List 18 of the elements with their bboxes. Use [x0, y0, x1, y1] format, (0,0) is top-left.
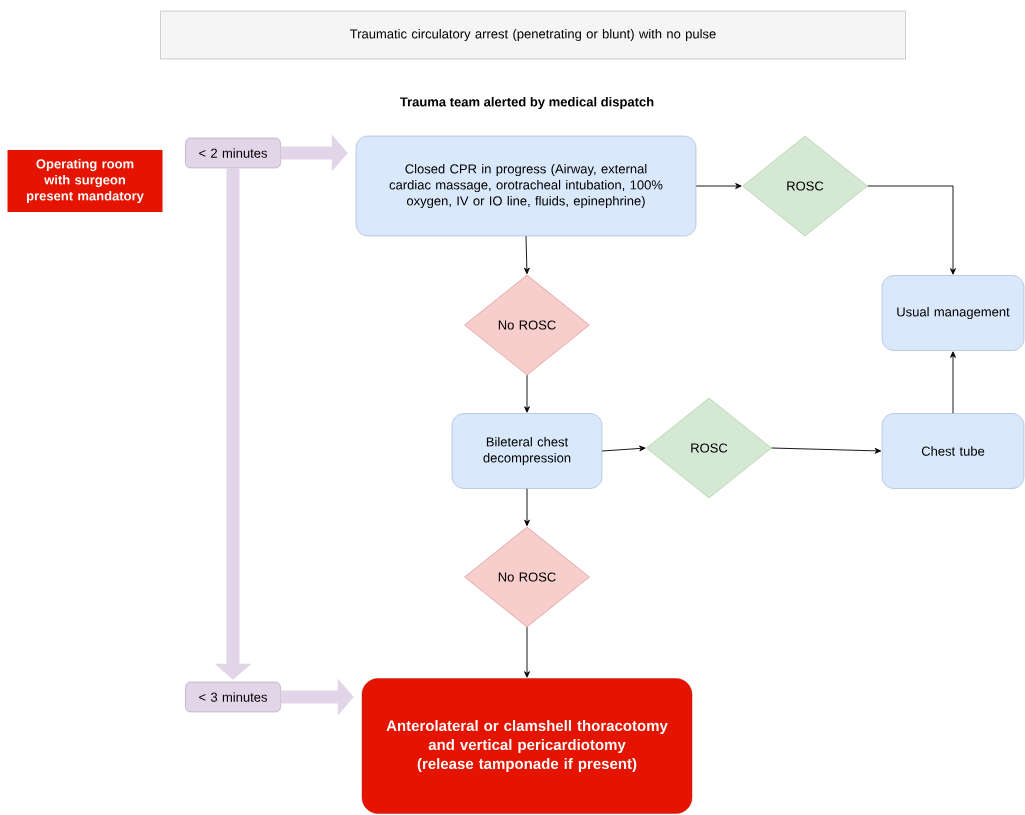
process-box: Chest tube: [881, 413, 1025, 489]
arrow: [867, 185, 956, 275]
process-box: Usual management: [881, 275, 1025, 351]
heading-text: Trauma team alerted by medical dispatch: [400, 96, 654, 110]
arrow: [523, 235, 530, 275]
arrow: [524, 374, 530, 413]
arrow: [524, 488, 530, 527]
title-box: Traumatic circulatory arrest (penetrating or blunt) with no pulse: [160, 10, 906, 60]
process-box: Closed CPR in progress (Airway, external cardiac massage, orotracheal intubation, 100% oxygen, IV or IO line, fluids, epinephrine): [355, 135, 697, 237]
arrow: [771, 447, 882, 454]
arrow: [524, 626, 530, 678]
note-box: Operating room with surgeon present mandatory: [7, 150, 163, 212]
arrow: [601, 445, 646, 452]
procedure-box: Anterolateral or clamshell thoracotomy and vertical pericardiotomy (release tamponade if present): [361, 678, 693, 814]
time-box: < 2 minutes: [185, 137, 281, 169]
process-box: Bileteral chest decompression: [451, 413, 603, 489]
arrow: [950, 351, 956, 414]
arrow: [695, 183, 742, 189]
